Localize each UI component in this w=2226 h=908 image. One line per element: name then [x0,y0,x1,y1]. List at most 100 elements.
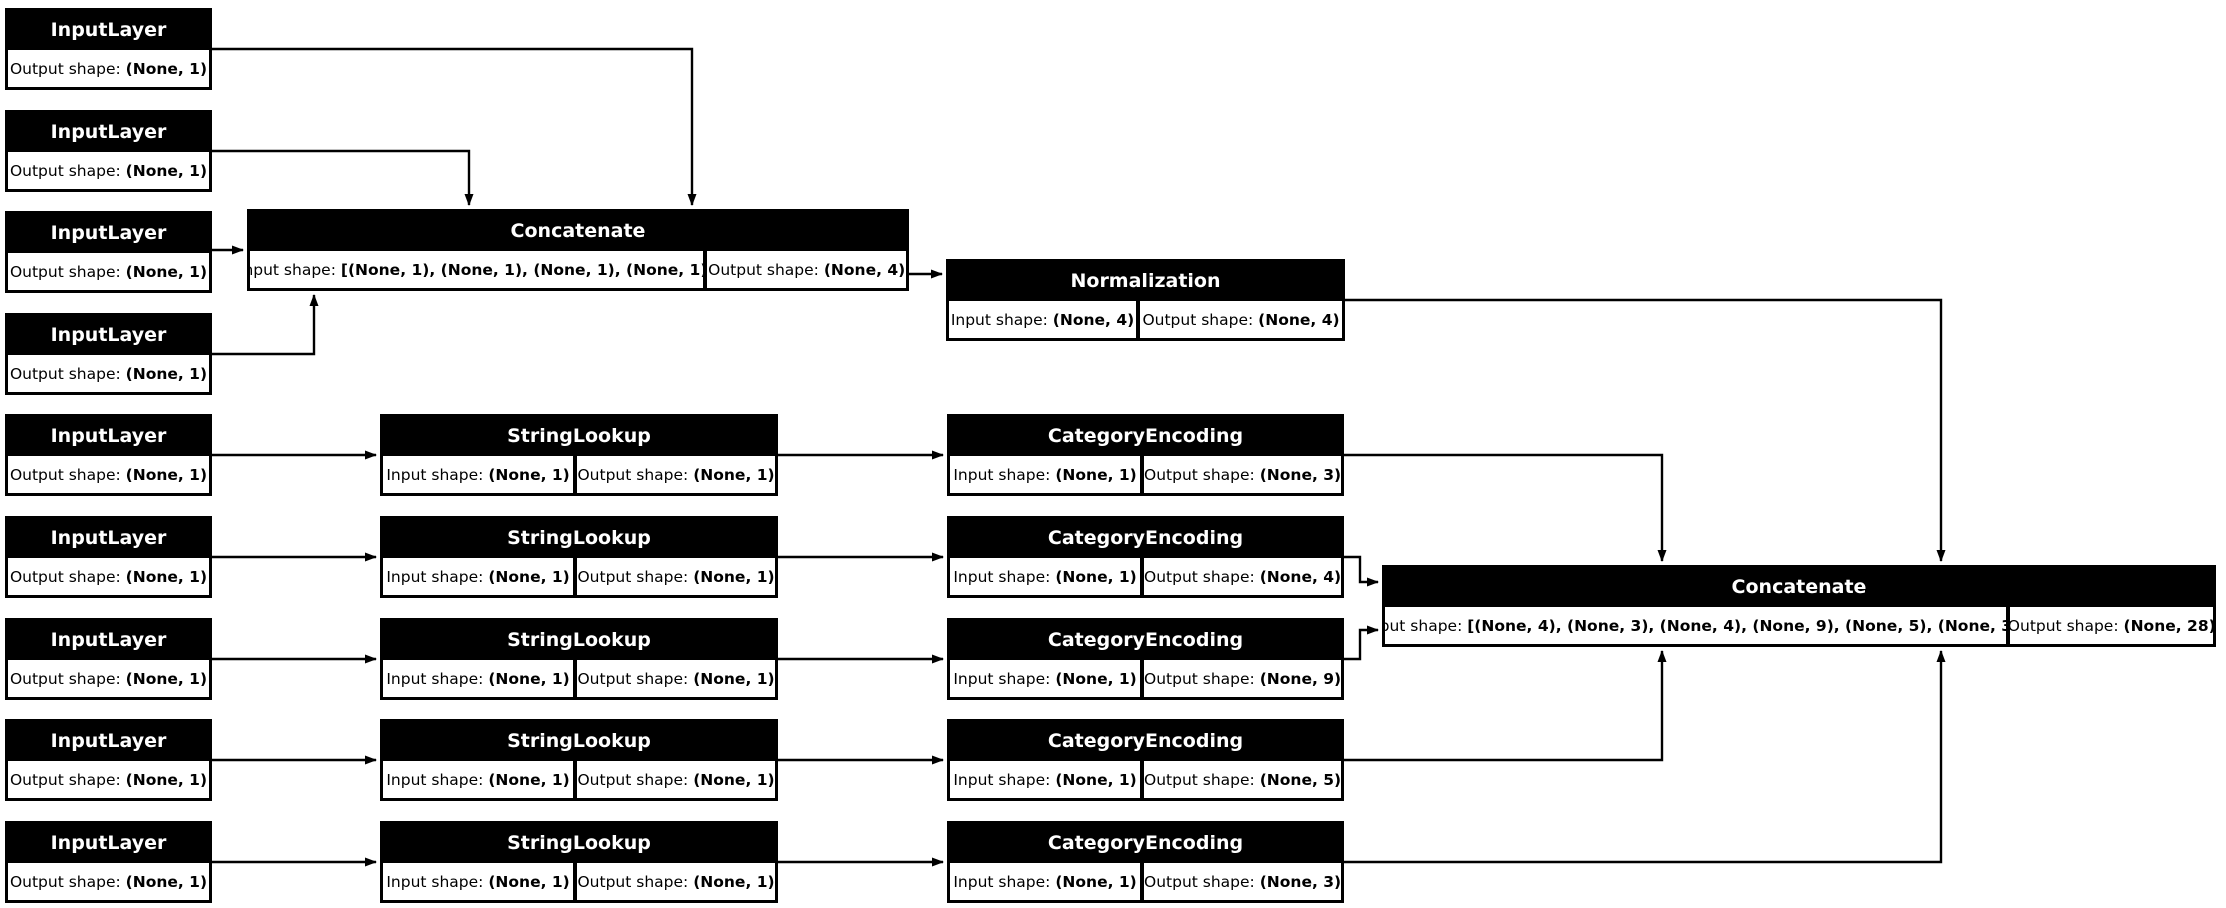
input-shape-value: (None, 1) [1055,567,1137,586]
edge-catenc4-concat2 [1344,650,1667,762]
output-shape-label: Output shape: [9,669,126,688]
layer-title: StringLookup [507,832,651,854]
output-shape-cell: Output shape: (None, 5) [1144,761,1341,798]
input-shape-label: Input shape: [386,669,489,688]
output-shape-value: (None, 28) [2123,616,2214,635]
node-input-layer-2: InputLayer Output shape: (None, 1) [5,110,212,192]
layer-title: StringLookup [507,425,651,447]
output-shape-label: Output shape: [708,260,824,279]
output-shape-value: (None, 9) [1259,669,1341,688]
output-shape-label: Output shape: [1144,770,1260,789]
input-shape-cell: Input shape: (None, 1) [383,761,574,798]
input-shape-label: Input shape: [953,770,1056,789]
layer-title: CategoryEncoding [1047,425,1244,447]
output-shape-label: Output shape: [9,59,126,78]
output-shape-value: (None, 1) [125,59,208,78]
layer-title: InputLayer [50,324,167,346]
input-shape-label: Input shape: [950,310,1053,329]
input-shape-label: Input shape: [386,872,489,891]
output-shape-label: Output shape: [1144,669,1260,688]
output-shape-cell: Output shape: (None, 1) [577,761,775,798]
output-shape-value: (None, 1) [125,770,208,789]
input-shape-cell: Input shape: (None, 1) [950,660,1141,697]
layer-title: StringLookup [507,527,651,549]
input-shape-label: Input shape: [953,872,1056,891]
output-shape-value: (None, 1) [693,465,775,484]
input-shape-label: Input shape: [953,567,1056,586]
output-shape-cell: Output shape: (None, 1) [577,863,775,900]
layer-title: InputLayer [50,19,167,41]
input-shape-label: Input shape: [953,669,1056,688]
output-shape-value: (None, 1) [125,669,208,688]
node-concatenate-1: Concatenate Input shape: [(None, 1), (No… [247,209,909,291]
input-shape-value: (None, 1) [488,669,570,688]
output-shape-cell: Output shape: (None, 1) [8,761,209,798]
output-shape-cell: Output shape: (None, 9) [1144,660,1341,697]
layer-title: StringLookup [507,629,651,651]
node-input-layer-5: InputLayer Output shape: (None, 1) [5,414,212,496]
input-shape-value: (None, 1) [488,567,570,586]
output-shape-label: Output shape: [9,872,126,891]
node-input-layer-4: InputLayer Output shape: (None, 1) [5,313,212,395]
output-shape-label: Output shape: [577,669,694,688]
output-shape-cell: Output shape: (None, 1) [8,660,209,697]
output-shape-label: Output shape: [9,567,126,586]
output-shape-label: Output shape: [9,262,126,281]
input-shape-label: Input shape: [250,260,336,279]
layer-title: Normalization [1070,270,1221,292]
input-shape-value: (None, 1) [1055,465,1137,484]
output-shape-value: (None, 3) [1259,872,1341,891]
output-shape-label: Output shape: [9,465,126,484]
output-shape-cell: Output shape: (None, 1) [8,50,209,87]
input-shape-value: (None, 1) [1055,669,1137,688]
node-string-lookup-1: StringLookup Input shape: (None, 1) Outp… [380,414,778,496]
input-shape-value: (None, 1) [1055,872,1137,891]
output-shape-value: (None, 5) [1259,770,1341,789]
edge-input4-concat1 [212,294,319,356]
input-shape-value: [(None, 1), (None, 1), (None, 1), (None,… [340,260,704,279]
output-shape-label: Output shape: [577,567,694,586]
output-shape-cell: Output shape: (None, 28) [2010,607,2213,644]
output-shape-cell: Output shape: (None, 4) [1144,558,1341,595]
layer-title: InputLayer [50,222,167,244]
output-shape-label: Output shape: [577,770,694,789]
node-input-layer-9: InputLayer Output shape: (None, 1) [5,821,212,903]
layer-title: CategoryEncoding [1047,527,1244,549]
input-shape-cell: Input shape: (None, 1) [950,456,1141,493]
output-shape-value: (None, 3) [1259,465,1341,484]
edge-input2-concat1 [212,149,474,206]
output-shape-value: (None, 4) [1258,310,1340,329]
input-shape-label: Input shape: [953,465,1056,484]
input-shape-cell: Input shape: (None, 1) [383,558,574,595]
layer-title: InputLayer [50,730,167,752]
input-shape-cell: Input shape: (None, 4) [949,301,1137,338]
input-shape-cell: Input shape: (None, 1) [383,660,574,697]
node-input-layer-3: InputLayer Output shape: (None, 1) [5,211,212,293]
layer-title: CategoryEncoding [1047,730,1244,752]
input-shape-value: (None, 4) [1052,310,1135,329]
edge-catenc2-concat2 [1344,555,1379,587]
layer-title: InputLayer [50,832,167,854]
node-input-layer-8: InputLayer Output shape: (None, 1) [5,719,212,801]
layer-title: InputLayer [50,425,167,447]
output-shape-value: (None, 4) [1259,567,1341,586]
output-shape-label: Output shape: [9,364,126,383]
output-shape-cell: Output shape: (None, 1) [8,152,209,189]
node-concatenate-2: Concatenate Input shape: [(None, 4), (No… [1382,565,2216,647]
output-shape-value: (None, 1) [693,770,775,789]
output-shape-value: (None, 1) [125,567,208,586]
node-category-encoding-1: CategoryEncoding Input shape: (None, 1) … [947,414,1344,496]
output-shape-label: Output shape: [1144,872,1260,891]
output-shape-cell: Output shape: (None, 1) [8,863,209,900]
input-shape-cell: Input shape: (None, 1) [950,558,1141,595]
input-shape-value: [(None, 4), (None, 3), (None, 4), (None,… [1467,616,2007,635]
input-shape-cell: Input shape: (None, 1) [950,863,1141,900]
layer-title: Concatenate [1731,576,1867,598]
node-category-encoding-4: CategoryEncoding Input shape: (None, 1) … [947,719,1344,801]
output-shape-cell: Output shape: (None, 4) [707,251,906,288]
output-shape-value: (None, 1) [693,872,775,891]
output-shape-label: Output shape: [577,465,694,484]
output-shape-label: Output shape: [577,872,694,891]
